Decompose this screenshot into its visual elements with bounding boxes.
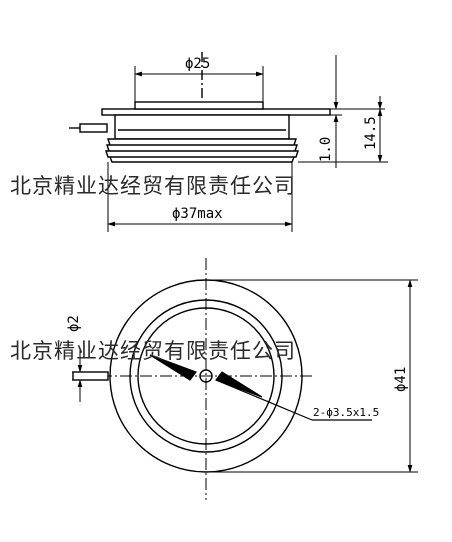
dim-phi2-label: ϕ2 <box>66 315 82 332</box>
side-top-plate <box>101 108 331 116</box>
dim-phi2 <box>72 350 88 402</box>
top-view <box>72 258 312 500</box>
top-lead-pin <box>72 371 109 381</box>
dim-height-label: 14.5 <box>363 116 379 150</box>
side-view <box>69 52 331 163</box>
dim-phi41 <box>208 279 418 473</box>
side-lead-pin <box>79 123 108 133</box>
dim-phi41-label: ϕ41 <box>393 367 409 392</box>
dim-flange-label: 1.0 <box>318 137 334 162</box>
side-upper-cap <box>134 101 264 110</box>
side-ridges <box>105 138 299 163</box>
dim-height <box>298 55 388 168</box>
watermark-top: 北京精业达经贸有限责任公司 <box>10 174 296 198</box>
dim-holes-label: 2-ϕ3.5x1.5 <box>313 406 379 419</box>
watermark-bottom: 北京精业达经贸有限责任公司 <box>10 339 296 363</box>
dim-phi25 <box>134 66 264 102</box>
dim-phi37max-label: ϕ37max <box>172 206 223 222</box>
dim-phi25-label: ϕ25 <box>185 56 210 72</box>
side-body <box>114 114 290 140</box>
dim-phi37max <box>107 162 293 232</box>
hole-leader <box>149 354 372 421</box>
